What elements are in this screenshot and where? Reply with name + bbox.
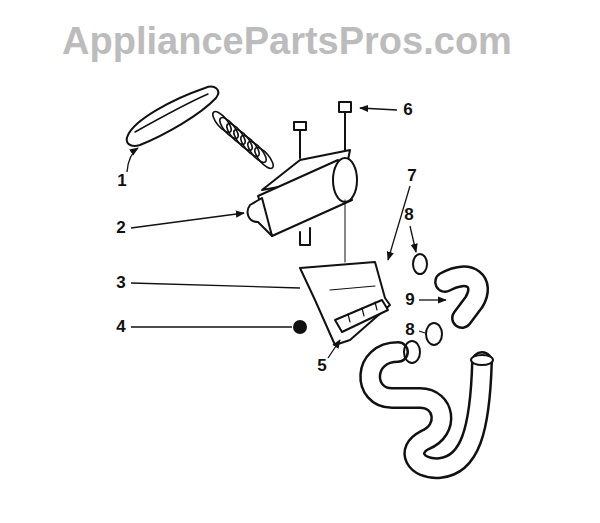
hose-part: [445, 276, 478, 318]
watermark: AppliancePartsPros.com: [62, 21, 512, 63]
bracket-part: [300, 262, 390, 345]
screw-part: [294, 102, 351, 262]
terminal-part: [335, 300, 388, 332]
callout-number: 3: [116, 274, 125, 293]
callout-number: 4: [116, 318, 125, 337]
callout-number: 6: [403, 101, 412, 120]
callout-number: 8: [404, 206, 413, 225]
callout-number: 8: [405, 321, 414, 340]
callout-number: 7: [407, 167, 416, 186]
clamp-part: [426, 323, 442, 345]
grommet-part: [294, 321, 306, 333]
handle-part: [127, 87, 276, 171]
pump-part: [248, 150, 357, 245]
callout-number: 9: [405, 291, 414, 310]
hose-part: [370, 352, 493, 468]
callout-number: 2: [116, 219, 125, 238]
leader-lines: [127, 108, 446, 358]
callout-number: 5: [317, 357, 326, 376]
clamp-part: [413, 254, 427, 274]
callout-number: 1: [117, 172, 126, 191]
clamp-part: [404, 341, 420, 363]
